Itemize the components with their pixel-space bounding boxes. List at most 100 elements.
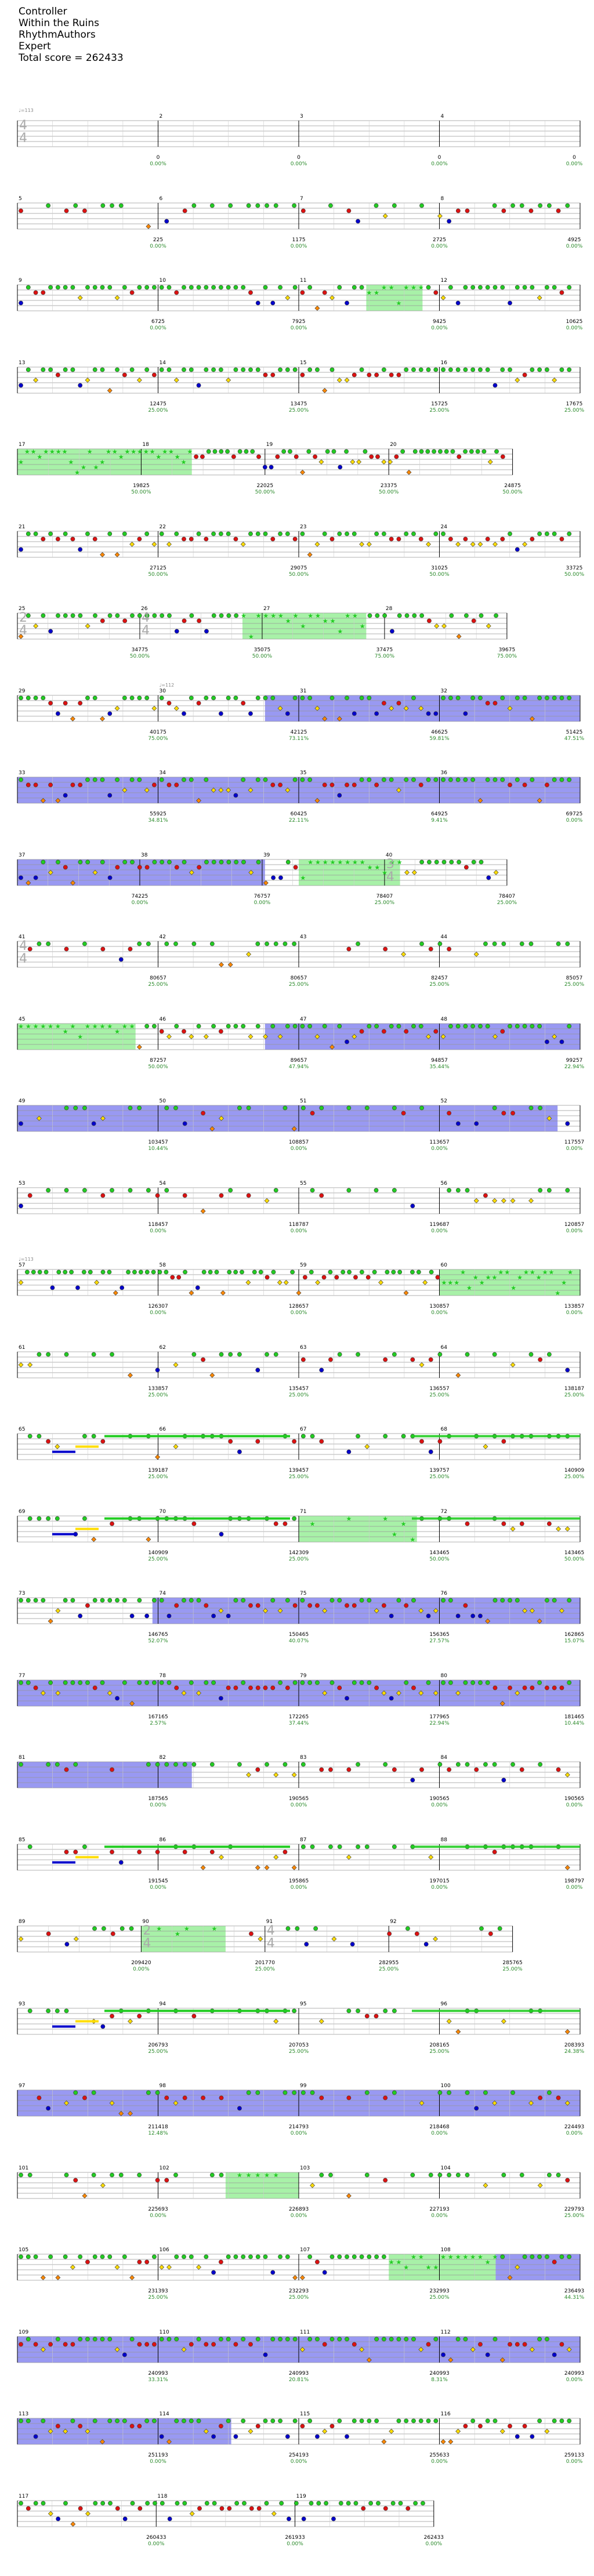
note-gem (485, 2418, 490, 2423)
sustain-tail (104, 2009, 290, 2012)
note-gem: ★ (156, 1925, 162, 1933)
note-gem (204, 536, 209, 541)
note-gem (82, 2095, 87, 2100)
note-gem (501, 208, 506, 213)
note-gem (275, 454, 280, 459)
note-gem (307, 777, 313, 782)
note-gem (307, 2336, 313, 2341)
note-gem (146, 1762, 151, 1767)
note-gem (70, 536, 75, 541)
sp-percentage: 25.00% (148, 1474, 168, 1480)
measure-score: 31025 (431, 565, 448, 571)
sp-percentage: 50.00% (252, 654, 273, 659)
note-gem (522, 2342, 527, 2346)
note-gem (387, 1931, 392, 1936)
note-gem (418, 1024, 423, 1028)
note-gem (367, 1024, 372, 1028)
note-gem (234, 859, 239, 864)
note-gem (270, 782, 276, 788)
note-gem (209, 2172, 215, 2177)
note-gem (137, 285, 142, 290)
note-gem (567, 531, 572, 536)
note-gem (182, 285, 186, 290)
note-gem (356, 1762, 360, 1767)
note-gem (433, 1936, 438, 1942)
sp-percentage: 0.00% (566, 1802, 583, 1808)
note-gem (473, 1198, 479, 1203)
note-gem (338, 2501, 343, 2505)
note-gem (226, 531, 231, 536)
note-gem (265, 1275, 270, 1280)
sp-percentage: 8.31% (431, 2377, 448, 2383)
note-gem (364, 2090, 370, 2095)
note-gem (78, 782, 83, 788)
note-gem (367, 613, 372, 618)
sp-percentage: 0.00% (566, 1228, 583, 1234)
measure-score: 89657 (290, 1057, 307, 1064)
note-gem (448, 285, 453, 290)
note-gem (434, 859, 439, 864)
note-gem (374, 531, 379, 536)
note-gem (492, 1685, 498, 1690)
note-gem (189, 1033, 194, 1039)
note-gem (270, 372, 276, 377)
note-gem (545, 1685, 549, 1690)
note-gem (455, 777, 461, 782)
measure-score: 167165 (148, 1714, 168, 1720)
note-gem (552, 695, 557, 700)
note-gem: ★ (248, 633, 254, 641)
note-gem (364, 1444, 370, 1449)
note-gem (201, 1357, 205, 1362)
note-gem (501, 1521, 506, 1526)
note-gem (389, 372, 394, 377)
note-gem (244, 449, 249, 454)
measure-number: 31 (300, 688, 307, 694)
note-gem (448, 1024, 453, 1028)
note-gem (218, 531, 223, 536)
sp-percentage: 75.00% (497, 654, 517, 659)
note-gem (291, 1126, 297, 1131)
note-gem (381, 701, 386, 705)
staff-svg (17, 777, 581, 804)
chart-author: RhythmAuthors (19, 29, 96, 41)
note-gem (26, 1598, 31, 1603)
note-gem (174, 1603, 179, 1608)
note-gem (63, 531, 68, 536)
note-gem (315, 2336, 320, 2341)
note-gem (381, 2254, 386, 2259)
sp-percentage: 25.00% (564, 982, 585, 988)
note-gem (478, 1613, 483, 1619)
note-gem (299, 2346, 305, 2352)
note-gem (438, 449, 443, 454)
note-gem: ★ (175, 1931, 180, 1938)
note-gem (433, 2418, 439, 2423)
note-gem (352, 285, 357, 290)
note-gem (233, 536, 238, 541)
note-gem: ★ (418, 284, 424, 292)
note-gem (70, 1680, 75, 1685)
note-gem (48, 531, 53, 536)
note-gem (437, 2172, 443, 2177)
note-gem (78, 613, 83, 618)
sp-percentage: 33.31% (148, 2377, 168, 2383)
note-gem (292, 777, 298, 782)
note-gem (159, 1598, 164, 1603)
sp-percentage: 0.00% (253, 899, 271, 906)
note-gem (538, 203, 543, 208)
note-gem (315, 1280, 321, 1285)
note-gem (364, 2013, 370, 2018)
note-gem (226, 285, 231, 290)
note-gem (19, 208, 23, 213)
note-gem (170, 1275, 175, 1280)
note-gem: ★ (460, 1269, 466, 1276)
note-gem (196, 383, 201, 387)
note-gem (292, 367, 298, 372)
note-gem (241, 2418, 246, 2423)
